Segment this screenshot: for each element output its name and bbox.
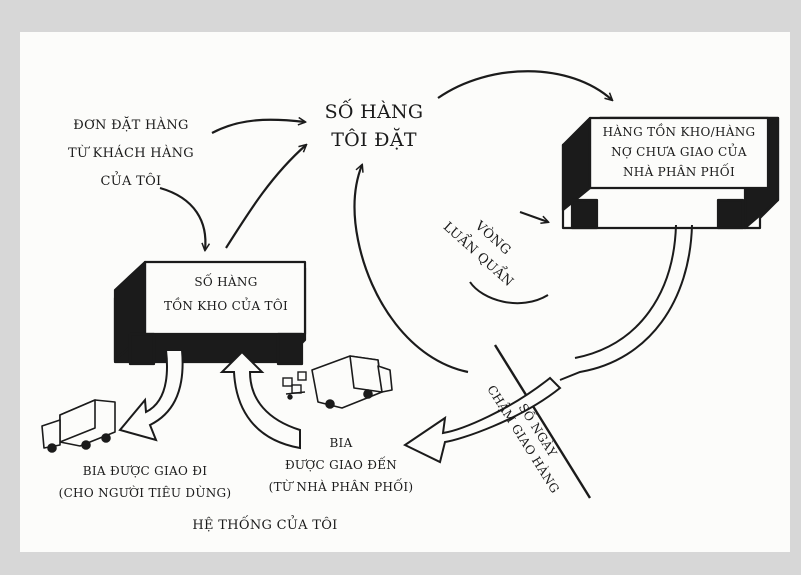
arrow-order-qty-to-distributor <box>437 70 612 100</box>
distributor-inventory-box <box>561 116 780 230</box>
beer-delivered-out-label: BIA ĐƯỢC GIAO ĐI (CHO NGƯỜI TIÊU DÙNG) <box>55 460 235 504</box>
beer-in-arrow <box>219 350 301 450</box>
my-order-qty-line-1: SỐ HÀNG <box>324 101 424 123</box>
my-inventory-box <box>113 260 307 366</box>
delay-line <box>493 344 592 499</box>
beer-in-big-arrow <box>403 376 562 464</box>
beer-delivered-in-label: BIA ĐƯỢC GIAO ĐẾN (TỪ NHÀ PHÂN PHỐI) <box>248 432 434 498</box>
customer-orders-line-1: ĐƠN ĐẶT HÀNG <box>73 118 189 133</box>
beer-in-line-3: (TỪ NHÀ PHÂN PHỐI) <box>268 480 414 494</box>
my-inventory-line-2: TỒN KHO CỦA TÔI <box>163 299 289 313</box>
my-inventory-line-1: SỐ HÀNG <box>194 275 258 289</box>
beer-out-big-arrow <box>118 349 184 442</box>
my-inventory-label: SỐ HÀNG TỒN KHO CỦA TÔI <box>148 270 304 318</box>
arrow-orders-to-order-qty <box>211 120 305 134</box>
beer-out-line-1: BIA ĐƯỢC GIAO ĐI <box>82 464 208 478</box>
my-order-qty-line-2: TÔI ĐẶT <box>331 129 417 151</box>
customer-orders-line-2: TỪ KHÁCH HÀNG <box>68 146 194 161</box>
arrow-orders-to-inventory <box>159 186 205 250</box>
my-order-qty-label: SỐ HÀNG TÔI ĐẶT <box>310 98 438 154</box>
customer-orders-label: ĐƠN ĐẶT HÀNG TỪ KHÁCH HÀNG CỦA TÔI <box>50 112 212 196</box>
beer-in-line-2: ĐƯỢC GIAO ĐẾN <box>284 458 398 472</box>
distributor-inventory-label: HÀNG TỒN KHO/HÀNG NỢ CHƯA GIAO CỦA NHÀ P… <box>592 122 766 182</box>
vicious-circle-arrow-top <box>519 211 548 222</box>
arrow-inventory-to-order-qty <box>225 145 306 249</box>
distributor-inventory-line-2: NỢ CHƯA GIAO CỦA <box>611 145 747 159</box>
my-system-label: HỆ THỐNG CỦA TÔI <box>192 518 338 533</box>
customer-orders-line-3: CỦA TÔI <box>100 174 162 189</box>
distributor-inventory-line-1: HÀNG TỒN KHO/HÀNG <box>602 125 756 139</box>
vicious-circle-arc-bottom <box>469 281 549 305</box>
hand-cart-icon <box>282 371 307 400</box>
distributor-outflow-curve <box>559 224 693 381</box>
beer-out-line-2: (CHO NGƯỜI TIÊU DÙNG) <box>58 486 232 500</box>
truck-in-icon <box>311 355 393 409</box>
truck-out-icon <box>41 399 116 453</box>
distributor-inventory-line-3: NHÀ PHÂN PHỐI <box>623 165 735 179</box>
arrow-loop-to-order-qty <box>353 165 469 374</box>
beer-in-line-1: BIA <box>329 436 353 450</box>
